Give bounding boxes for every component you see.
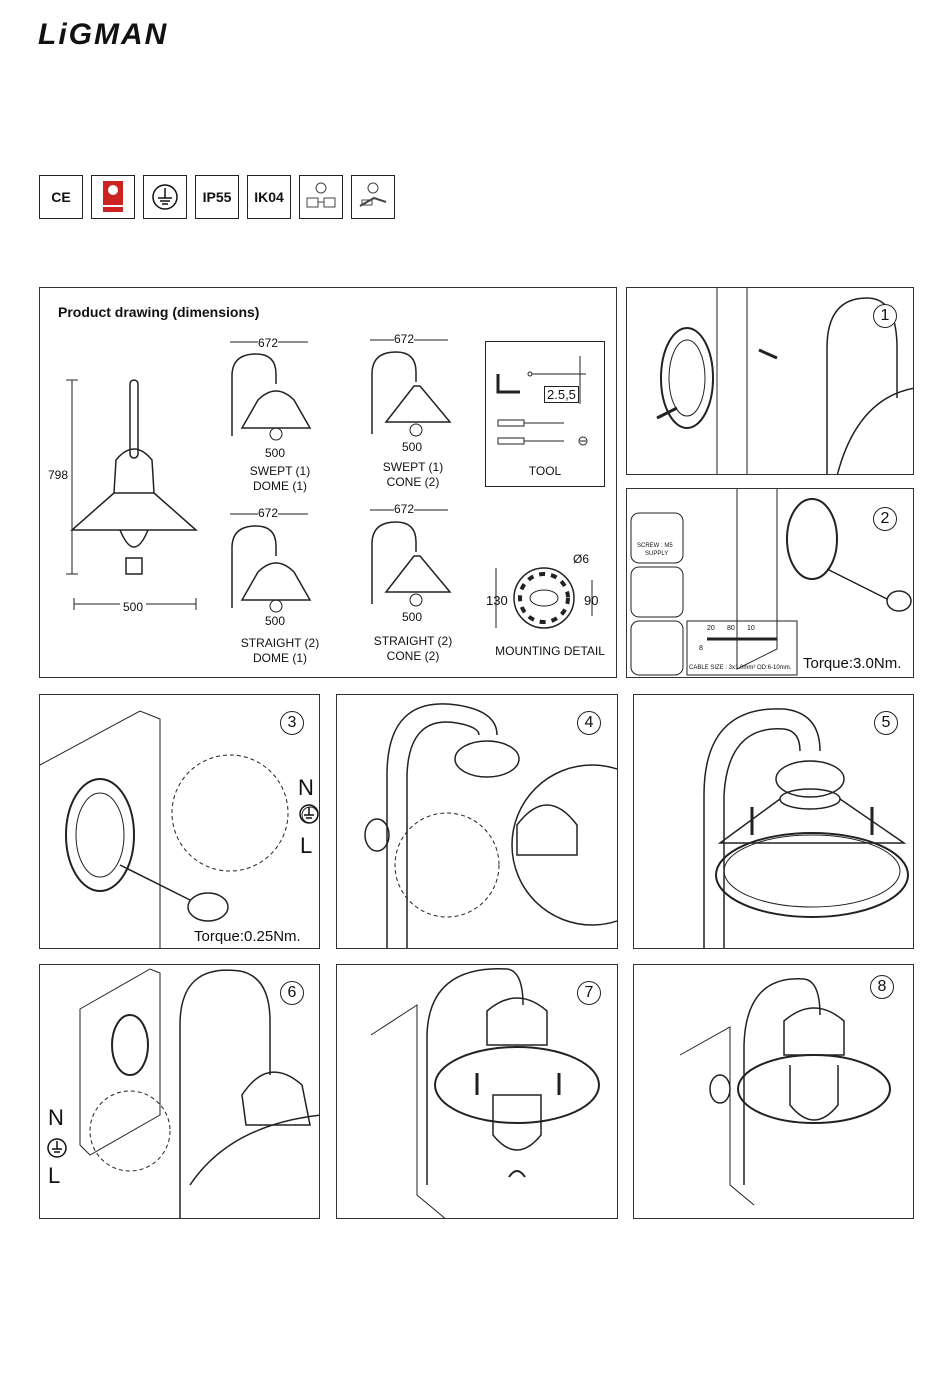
step-6-drawing — [79, 968, 319, 1218]
step-6-live-label: L — [48, 1163, 61, 1188]
tool-drawing — [496, 356, 588, 446]
variant1-bottom: 500 — [265, 446, 286, 460]
replaceable-gear-icon — [359, 182, 387, 207]
step-3-ground-icon — [299, 804, 319, 824]
ground-icon — [152, 184, 178, 210]
tool-box: 2.5,5 TOOL — [485, 341, 605, 487]
step-7-number: 7 — [577, 981, 601, 1005]
ip55-badge: IP55 — [195, 175, 239, 219]
variant1-label2: DOME (1) — [253, 479, 307, 493]
ground-badge — [143, 175, 187, 219]
variant3-top: 672 — [258, 506, 279, 521]
variant-straight-dome-drawing — [230, 513, 312, 613]
step-4-drawing — [364, 703, 617, 948]
quality-icon — [103, 181, 123, 212]
variant2-bottom: 500 — [402, 440, 423, 454]
variant3-label2: DOME (1) — [253, 651, 307, 665]
height-label: 798 — [48, 468, 69, 482]
variant4-bottom: 500 — [402, 610, 423, 624]
step-6-neutral-label: N — [48, 1105, 64, 1130]
step-7-drawing — [370, 968, 600, 1218]
step-2-supply: SUPPLY — [645, 551, 669, 557]
step-7-panel: 7 — [336, 964, 618, 1219]
variant-swept-dome-drawing — [230, 341, 312, 441]
variant2-label2: CONE (2) — [386, 475, 440, 489]
step-8-drawing — [679, 978, 891, 1206]
width-label: 500 — [120, 600, 147, 615]
brand-logo: LiGMAN — [38, 18, 169, 51]
variant-straight-cone-drawing — [370, 509, 452, 607]
step-2-dim-2: 80 — [727, 625, 735, 632]
step-6-number: 6 — [280, 981, 304, 1005]
step-3-neutral-label: N — [298, 775, 314, 800]
replaceable-lamp-icon — [306, 182, 336, 208]
variant2-top: 672 — [394, 332, 415, 347]
step-2-number: 2 — [873, 507, 897, 531]
mounting-diameter: Ø6 — [573, 552, 590, 566]
step-2-drawing — [630, 489, 912, 676]
step-2-dim-3: 10 — [747, 625, 755, 632]
quality-badge — [91, 175, 135, 219]
tool-size: 2.5,5 — [544, 386, 579, 403]
variant1-top: 672 — [258, 336, 279, 351]
variant1-label1: SWEPT (1) — [249, 464, 311, 478]
mounting-label: MOUNTING DETAIL — [495, 644, 605, 658]
step-1-drawing — [656, 288, 913, 474]
step-6-panel: 6 N L — [39, 964, 320, 1219]
step-2-screw: SCREW : M5 — [637, 543, 673, 549]
step-2-dim-4: 8 — [699, 645, 703, 652]
step-2-cable: CABLE SIZE : 3x1.0mm² OD:6-10mm. — [689, 665, 792, 671]
variant-swept-cone-drawing — [370, 339, 452, 437]
main-lamp-drawing — [66, 379, 198, 610]
step-2-dim-1: 20 — [707, 625, 715, 632]
mounting-height: 130 — [486, 593, 508, 608]
variant4-label1: STRAIGHT (2) — [373, 634, 453, 648]
variant2-label1: SWEPT (1) — [382, 460, 444, 474]
variant3-label1: STRAIGHT (2) — [240, 636, 320, 650]
step-2-torque: Torque:3.0Nm. — [803, 655, 902, 672]
step-5-panel: 5 — [633, 694, 914, 949]
step-3-panel: 3 N L Torque:0.25Nm. — [39, 694, 320, 949]
step-5-drawing — [703, 708, 909, 948]
mounting-width: 90 — [584, 593, 599, 608]
tool-label: TOOL — [528, 464, 562, 478]
ce-mark-badge: CE — [39, 175, 83, 219]
step-6-ground-icon — [47, 1138, 67, 1158]
dimensions-title: Product drawing (dimensions) — [58, 304, 260, 320]
step-3-drawing — [40, 710, 319, 948]
step-4-panel: 4 — [336, 694, 618, 949]
step-3-torque: Torque:0.25Nm. — [194, 928, 301, 945]
step-3-number: 3 — [280, 711, 304, 735]
step-1-panel: 1 — [626, 287, 914, 475]
replaceable-gear-badge — [351, 175, 395, 219]
ik04-badge: IK04 — [247, 175, 291, 219]
mounting-detail-drawing — [495, 567, 593, 629]
step-8-number: 8 — [870, 975, 894, 999]
variant4-label2: CONE (2) — [386, 649, 440, 663]
dimensions-panel: Product drawing (dimensions) 798 500 672… — [39, 287, 617, 678]
step-4-number: 4 — [577, 711, 601, 735]
replaceable-lamp-badge — [299, 175, 343, 219]
step-5-number: 5 — [874, 711, 898, 735]
step-3-live-label: L — [300, 833, 313, 858]
variant3-bottom: 500 — [265, 614, 286, 628]
step-8-panel: 8 — [633, 964, 914, 1219]
variant4-top: 672 — [394, 502, 415, 517]
step-2-panel: 2 SCREW : M5 SUPPLY 20 80 10 8 CABLE SIZ… — [626, 488, 914, 678]
step-1-number: 1 — [873, 304, 897, 328]
